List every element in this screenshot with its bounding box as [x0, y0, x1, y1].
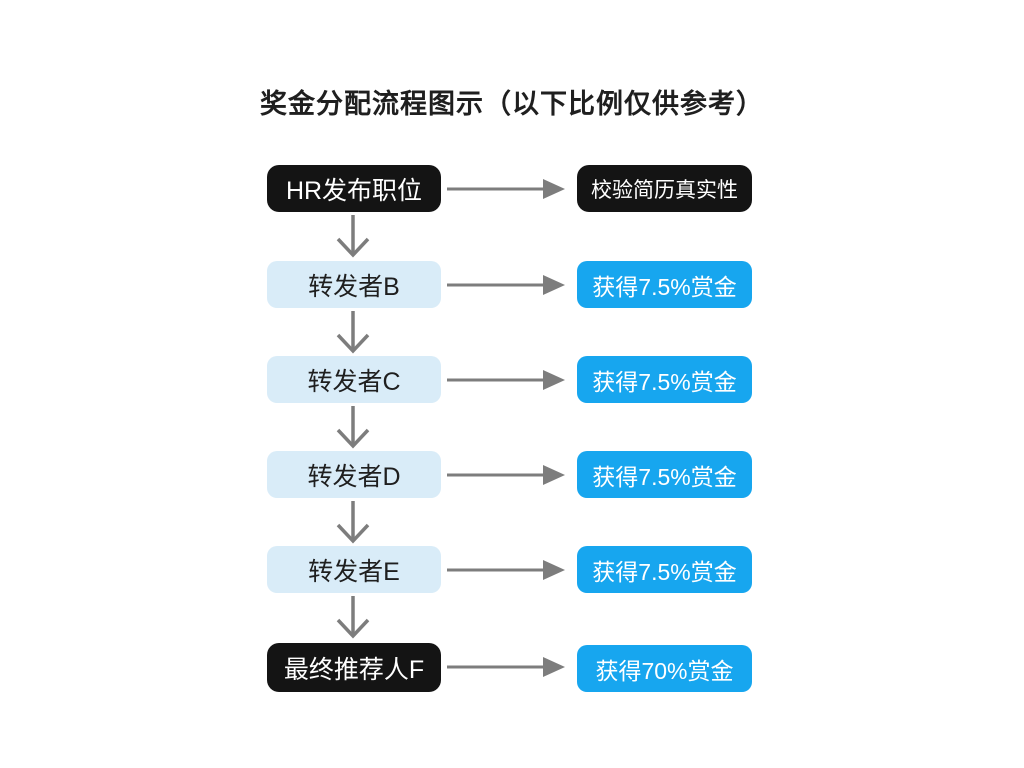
flow-node-bounty-final: 获得70%赏金: [577, 645, 752, 692]
flow-node-forwarder-d: 转发者D: [267, 451, 441, 498]
right-arrow-icon: [447, 558, 565, 582]
flow-node-forwarder-b: 转发者B: [267, 261, 441, 308]
flow-node-final-referrer: 最终推荐人F: [267, 643, 441, 692]
right-arrow-icon: [447, 463, 565, 487]
down-arrow-icon: [333, 501, 373, 545]
flow-node-forwarder-c: 转发者C: [267, 356, 441, 403]
down-arrow-icon: [333, 215, 373, 259]
flow-node-forwarder-e: 转发者E: [267, 546, 441, 593]
down-arrow-icon: [333, 406, 373, 450]
flow-node-bounty-b: 获得7.5%赏金: [577, 261, 752, 308]
page-title: 奖金分配流程图示（以下比例仅供参考）: [260, 89, 764, 119]
flow-node-bounty-d: 获得7.5%赏金: [577, 451, 752, 498]
flow-node-bounty-c: 获得7.5%赏金: [577, 356, 752, 403]
right-arrow-icon: [447, 368, 565, 392]
down-arrow-icon: [333, 311, 373, 355]
right-arrow-icon: [447, 177, 565, 201]
down-arrow-icon: [333, 596, 373, 640]
flow-node-bounty-e: 获得7.5%赏金: [577, 546, 752, 593]
right-arrow-icon: [447, 655, 565, 679]
flow-node-verify-resume: 校验简历真实性: [577, 165, 752, 212]
flow-node-hr-post: HR发布职位: [267, 165, 441, 212]
right-arrow-icon: [447, 273, 565, 297]
